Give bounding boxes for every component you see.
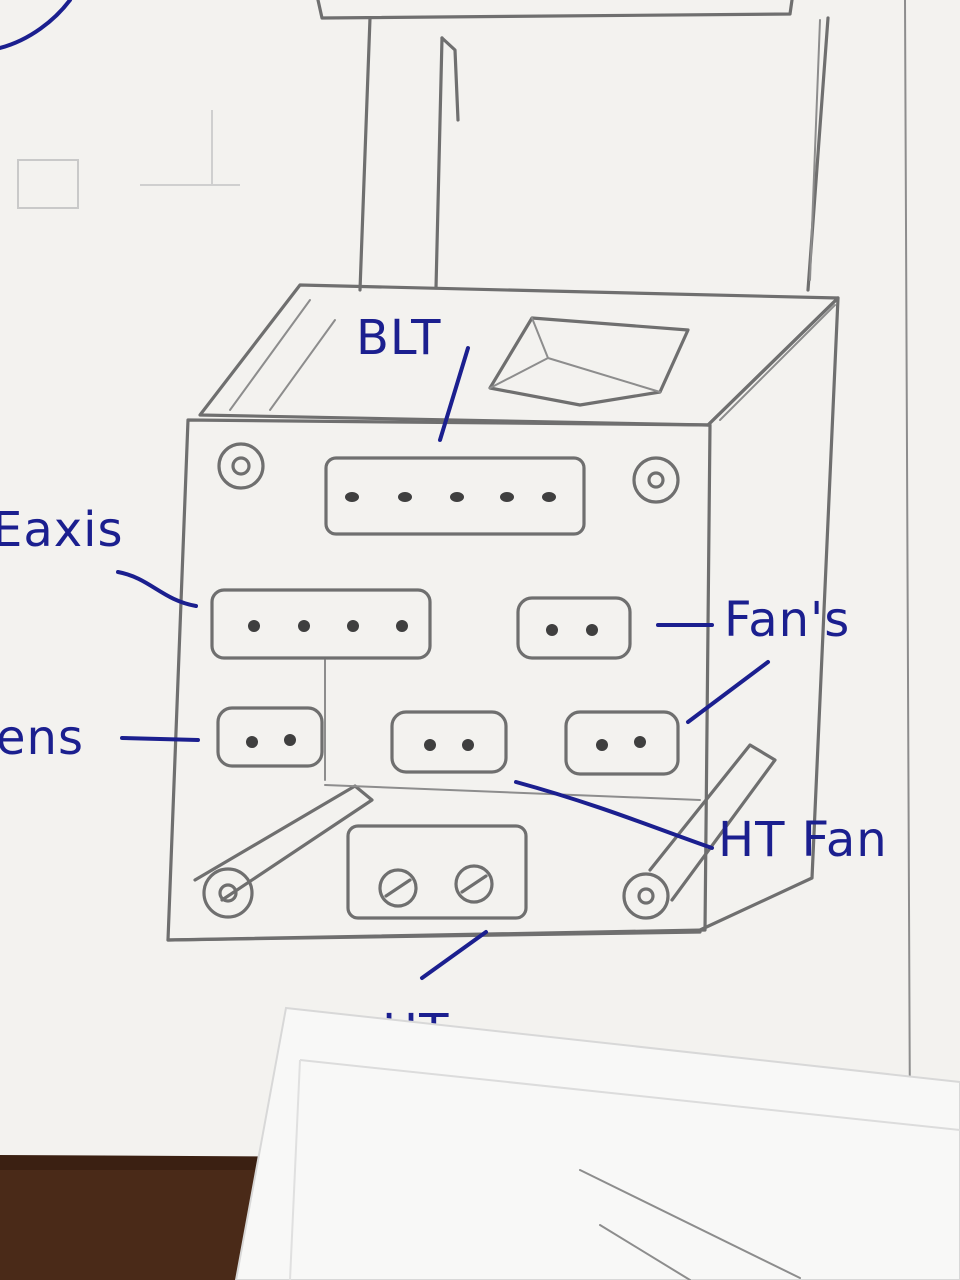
ht-fan-connector xyxy=(390,710,508,774)
blt-leader xyxy=(438,346,470,442)
cable-left xyxy=(358,16,372,292)
label-sens: ens xyxy=(0,710,84,766)
cable-middle xyxy=(434,36,444,290)
box-front-face xyxy=(166,418,712,942)
blt-connector xyxy=(324,456,586,536)
fan-connector-1 xyxy=(516,596,632,660)
cable-middle-arrow xyxy=(440,36,460,122)
screw-bottom-left xyxy=(202,867,254,919)
overlapping-paper xyxy=(234,1006,960,1280)
paper-sheet xyxy=(0,0,960,1160)
ht-fan-leader xyxy=(514,780,714,850)
rail-lower-right xyxy=(648,743,777,902)
screw-top-left xyxy=(217,442,265,490)
label-fans: Fan's xyxy=(724,592,850,648)
eaxis-connector xyxy=(210,588,432,660)
screw-bottom-right xyxy=(622,872,670,920)
screw-top-right xyxy=(632,456,680,504)
label-blt: BLT xyxy=(356,310,441,366)
top-component-outline xyxy=(316,0,794,20)
label-eaxis: Eaxis xyxy=(0,502,124,558)
top-opening xyxy=(488,316,690,407)
eaxis-leader xyxy=(116,570,198,608)
top-circle-stroke xyxy=(0,0,72,50)
fan-connector-2 xyxy=(564,710,680,776)
ht-terminal-block xyxy=(346,824,528,920)
box-right-face xyxy=(698,296,840,932)
ht-leader xyxy=(420,930,488,980)
label-ht-fan: HT Fan xyxy=(718,812,888,868)
fans-leader-2 xyxy=(686,660,770,724)
sens-connector xyxy=(216,706,324,768)
rail-lower-left xyxy=(193,784,374,902)
sens-leader xyxy=(120,736,200,742)
